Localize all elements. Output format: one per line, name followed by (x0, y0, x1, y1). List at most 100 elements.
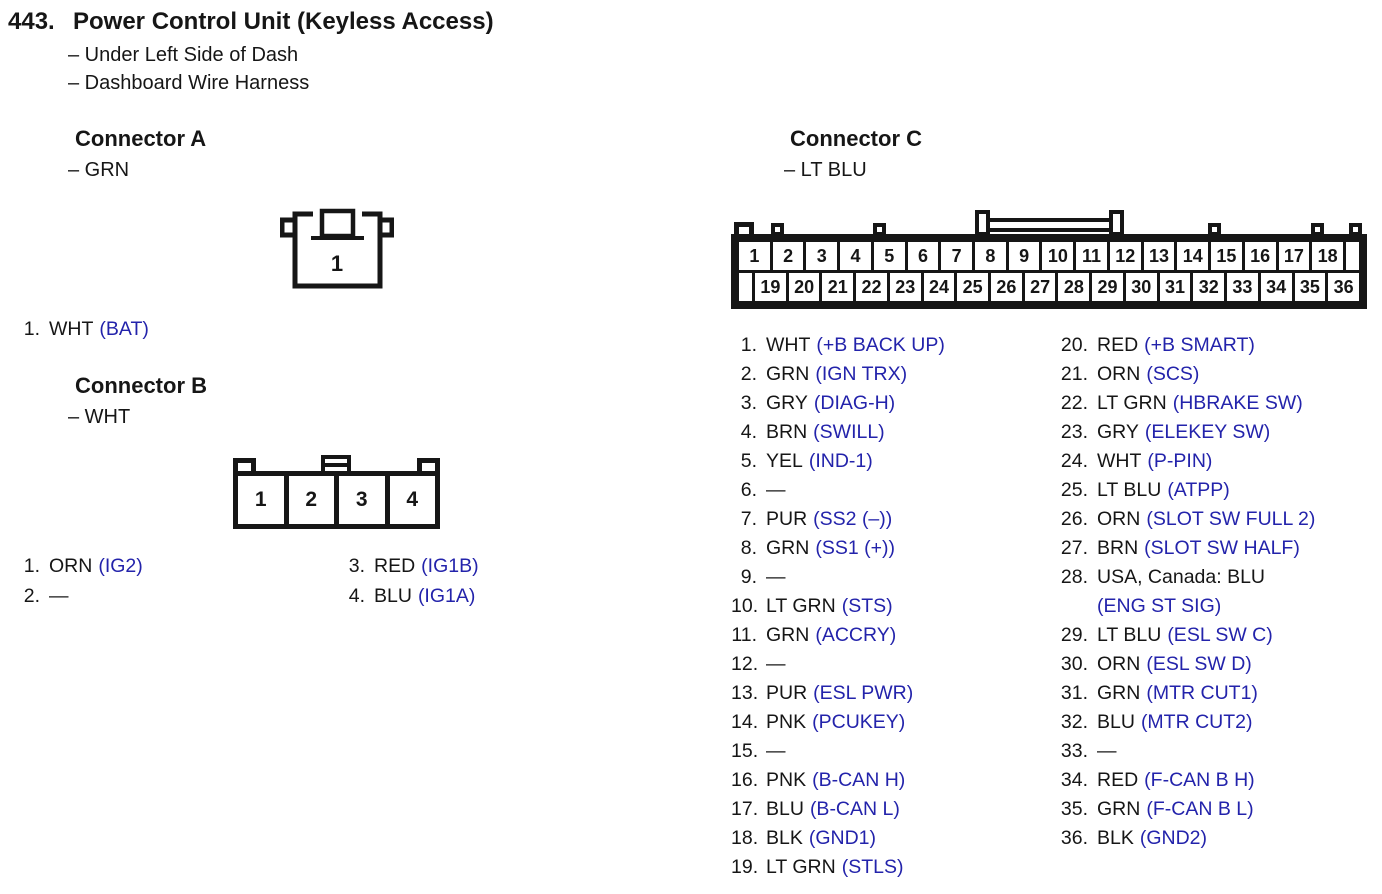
wire-color: RED (1097, 769, 1139, 791)
pin-number: 26. (1060, 508, 1088, 530)
signal-name: (ESL SW C) (1167, 624, 1273, 646)
connector-b-pin-list-col1: 1.ORN(IG2)2.— (22, 551, 143, 611)
wire-color: LT GRN (1097, 392, 1167, 414)
wire-color: RED (374, 555, 416, 577)
connector-c-heading: Connector C (790, 126, 922, 151)
connector-c-pin-cell: 25 (957, 273, 989, 301)
connector-c-pin-list-col2: 20.RED(+B SMART)21.ORN(SCS)22.LT GRN(HBR… (1058, 331, 1316, 853)
connector-c-pin-cell: 15 (1211, 242, 1242, 270)
pin-row: 30.ORN(ESL SW D) (1058, 650, 1315, 679)
pin-number: 4. (348, 585, 365, 607)
wire-color: RED (1097, 334, 1139, 356)
wire-color: ORN (49, 555, 93, 577)
signal-name: (SS1 (+)) (815, 537, 895, 559)
wire-color: YEL (766, 450, 803, 472)
signal-name: (ACCRY) (815, 624, 897, 646)
pin-number: 24. (1060, 450, 1088, 472)
wire-color: GRY (766, 392, 808, 414)
connector-c-pin-cell: 21 (822, 273, 854, 301)
connector-c-pin-cell: 9 (1008, 242, 1040, 270)
wire-color: WHT (49, 318, 94, 340)
pin-row: 33.— (1058, 737, 1315, 766)
wire-color: PUR (766, 508, 808, 530)
wire-color: WHT (1097, 450, 1142, 472)
pin-number: 33. (1060, 740, 1088, 762)
pin-number: 30. (1060, 653, 1088, 675)
harness-note: – Dashboard Wire Harness (68, 72, 310, 94)
pin-row: 29.LT BLU(ESL SW C) (1058, 621, 1315, 650)
connector-c-pin-cell: 11 (1076, 242, 1107, 270)
signal-name: (MTR CUT2) (1140, 711, 1253, 733)
pin-row: 4.BLU(IG1A) (347, 581, 479, 611)
wire-color: LT GRN (766, 595, 836, 617)
signal-name: (ESL PWR) (813, 682, 914, 704)
wire-color: — (766, 740, 786, 762)
wire-color: GRN (766, 537, 810, 559)
signal-name: (STS) (841, 595, 893, 617)
connector-c-pin-cell: 26 (991, 273, 1022, 301)
wire-color: BLK (1097, 827, 1134, 849)
pin-number: 4. (740, 421, 757, 443)
signal-name: (+B BACK UP) (816, 334, 945, 356)
pin-row: 1.WHT(+B BACK UP) (731, 331, 945, 360)
connector-c-pin-cell: 12 (1109, 242, 1141, 270)
connector-c-blank-cell (1345, 242, 1359, 270)
pin-number: 1. (740, 334, 757, 356)
wire-color: GRY (1097, 421, 1139, 443)
signal-name: (F-CAN B H) (1144, 769, 1255, 791)
connector-c-pin-cell: 2 (772, 242, 804, 270)
pin-number: 21. (1060, 363, 1088, 385)
connector-c-pin-cell: 14 (1177, 242, 1209, 270)
pin-number: 32. (1060, 711, 1088, 733)
pin-number: 1. (23, 555, 40, 577)
wire-color: BLU (1097, 711, 1135, 733)
connector-b-pin-cell: 3 (339, 476, 385, 524)
pin-number: 6. (740, 479, 757, 501)
pin-number: 2. (23, 585, 40, 607)
signal-name: (P-PIN) (1147, 450, 1213, 472)
wire-color: — (49, 585, 69, 607)
wire-color: — (766, 479, 786, 501)
signal-name: (SCS) (1146, 363, 1200, 385)
signal-name: (+B SMART) (1144, 334, 1255, 356)
connector-c-pin-cell: 32 (1193, 273, 1225, 301)
connector-c-pin-cell: 18 (1312, 242, 1343, 270)
pin-number: 14. (731, 711, 759, 733)
pin-number: 13. (731, 682, 759, 704)
connector-c-pin-cell: 27 (1024, 273, 1056, 301)
pin-row: 4.BRN(SWILL) (731, 418, 945, 447)
pin-number: 25. (1060, 479, 1088, 501)
pin-number: 5. (740, 450, 757, 472)
pin-row: 3.GRY(DIAG-H) (731, 389, 945, 418)
signal-name: (IG1A) (417, 585, 476, 607)
signal-name: (IG1B) (421, 555, 479, 577)
pin-number: 9. (740, 566, 757, 588)
pin-row: 31.GRN(MTR CUT1) (1058, 679, 1315, 708)
signal-name: (GND1) (808, 827, 877, 849)
wire-color: GRN (1097, 682, 1141, 704)
wire-color: PUR (766, 682, 808, 704)
pin-number: 19. (731, 856, 759, 878)
pin-number: 16. (731, 769, 759, 791)
wire-color: GRN (766, 624, 810, 646)
pin-row: 32. BLU(MTR CUT2) (1058, 708, 1315, 737)
connector-c-pin-cell: 23 (889, 273, 921, 301)
signal-name: (IGN TRX) (815, 363, 908, 385)
pin-row: 3.RED(IG1B) (347, 551, 479, 581)
location-note: – Under Left Side of Dash (68, 44, 299, 66)
pin-row: 36.BLK(GND2) (1058, 824, 1315, 853)
signal-name: (BAT) (99, 318, 149, 340)
connector-c-pin-cell: 16 (1244, 242, 1276, 270)
pin-number: 18. (731, 827, 759, 849)
pin-number: 1. (23, 318, 40, 340)
wire-color: BRN (1097, 537, 1139, 559)
page-title: Power Control Unit (Keyless Access) (73, 8, 494, 35)
signal-name: (ELEKEY SW) (1144, 421, 1271, 443)
connector-c-pin-cell: 35 (1294, 273, 1326, 301)
wire-color: PNK (766, 769, 807, 791)
connector-c-pin-cell: 5 (873, 242, 905, 270)
connector-c-pin-cell: 30 (1125, 273, 1157, 301)
signal-name: (IND-1) (808, 450, 873, 472)
